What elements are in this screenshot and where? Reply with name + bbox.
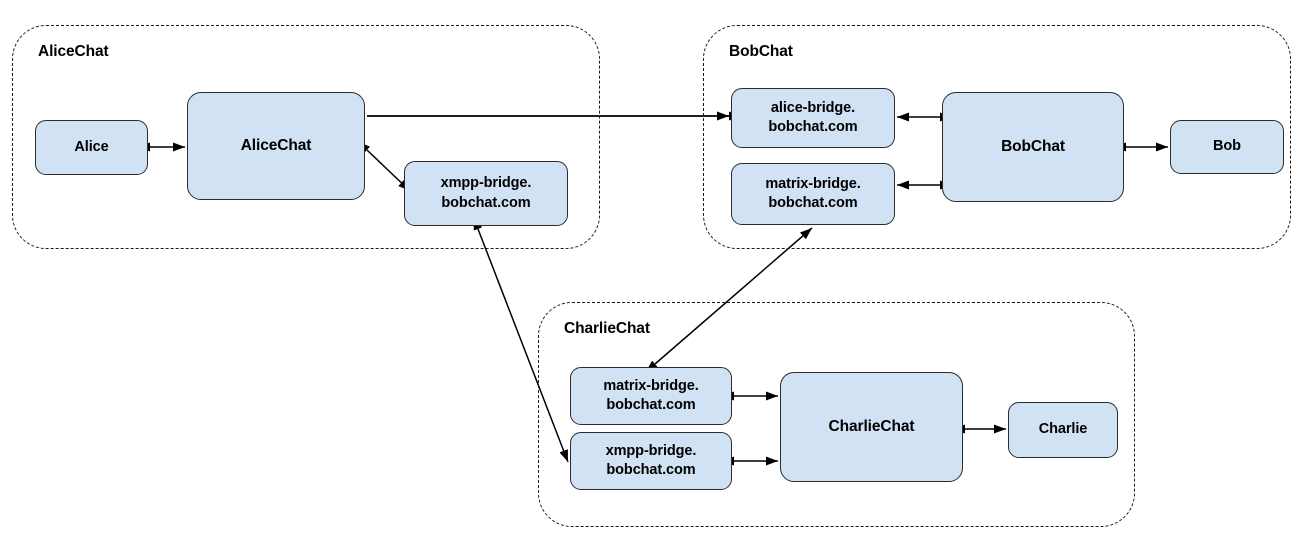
node-label-alice: Alice [74,138,109,155]
node-charlie-matrix-bridge[interactable]: matrix-bridge. bobchat.com [570,367,732,425]
node-label-bobchat: BobChat [1001,137,1065,155]
node-label-bob-alice-bridge: alice-bridge. bobchat.com [768,99,858,135]
node-label-charlie-xmpp-bridge: xmpp-bridge. bobchat.com [605,442,697,478]
node-label-bob-matrix-bridge: matrix-bridge. bobchat.com [765,175,861,211]
node-charliechat[interactable]: CharlieChat [780,372,963,482]
node-bob[interactable]: Bob [1170,120,1284,174]
node-bob-alice-bridge[interactable]: alice-bridge. bobchat.com [731,88,895,148]
node-charlie[interactable]: Charlie [1008,402,1118,458]
group-title-charlie-group: CharlieChat [564,320,650,337]
node-bob-matrix-bridge[interactable]: matrix-bridge. bobchat.com [731,163,895,225]
node-charlie-xmpp-bridge[interactable]: xmpp-bridge. bobchat.com [570,432,732,490]
node-label-alice-xmpp-bridge: xmpp-bridge. bobchat.com [440,175,532,211]
group-title-bob-group: BobChat [729,43,793,60]
node-label-bob: Bob [1213,138,1241,155]
node-bobchat[interactable]: BobChat [942,92,1124,202]
group-bob-group [703,25,1291,249]
node-alice[interactable]: Alice [35,120,148,175]
node-label-alicechat: AliceChat [240,136,312,154]
node-label-charlie: Charlie [1038,421,1088,438]
group-charlie-group [538,302,1135,527]
node-alicechat[interactable]: AliceChat [187,92,365,200]
group-title-alice-group: AliceChat [38,43,109,60]
node-label-charliechat: CharlieChat [828,417,915,435]
node-alice-xmpp-bridge[interactable]: xmpp-bridge. bobchat.com [404,161,568,226]
node-label-charlie-matrix-bridge: matrix-bridge. bobchat.com [603,377,699,413]
group-alice-group [12,25,600,249]
